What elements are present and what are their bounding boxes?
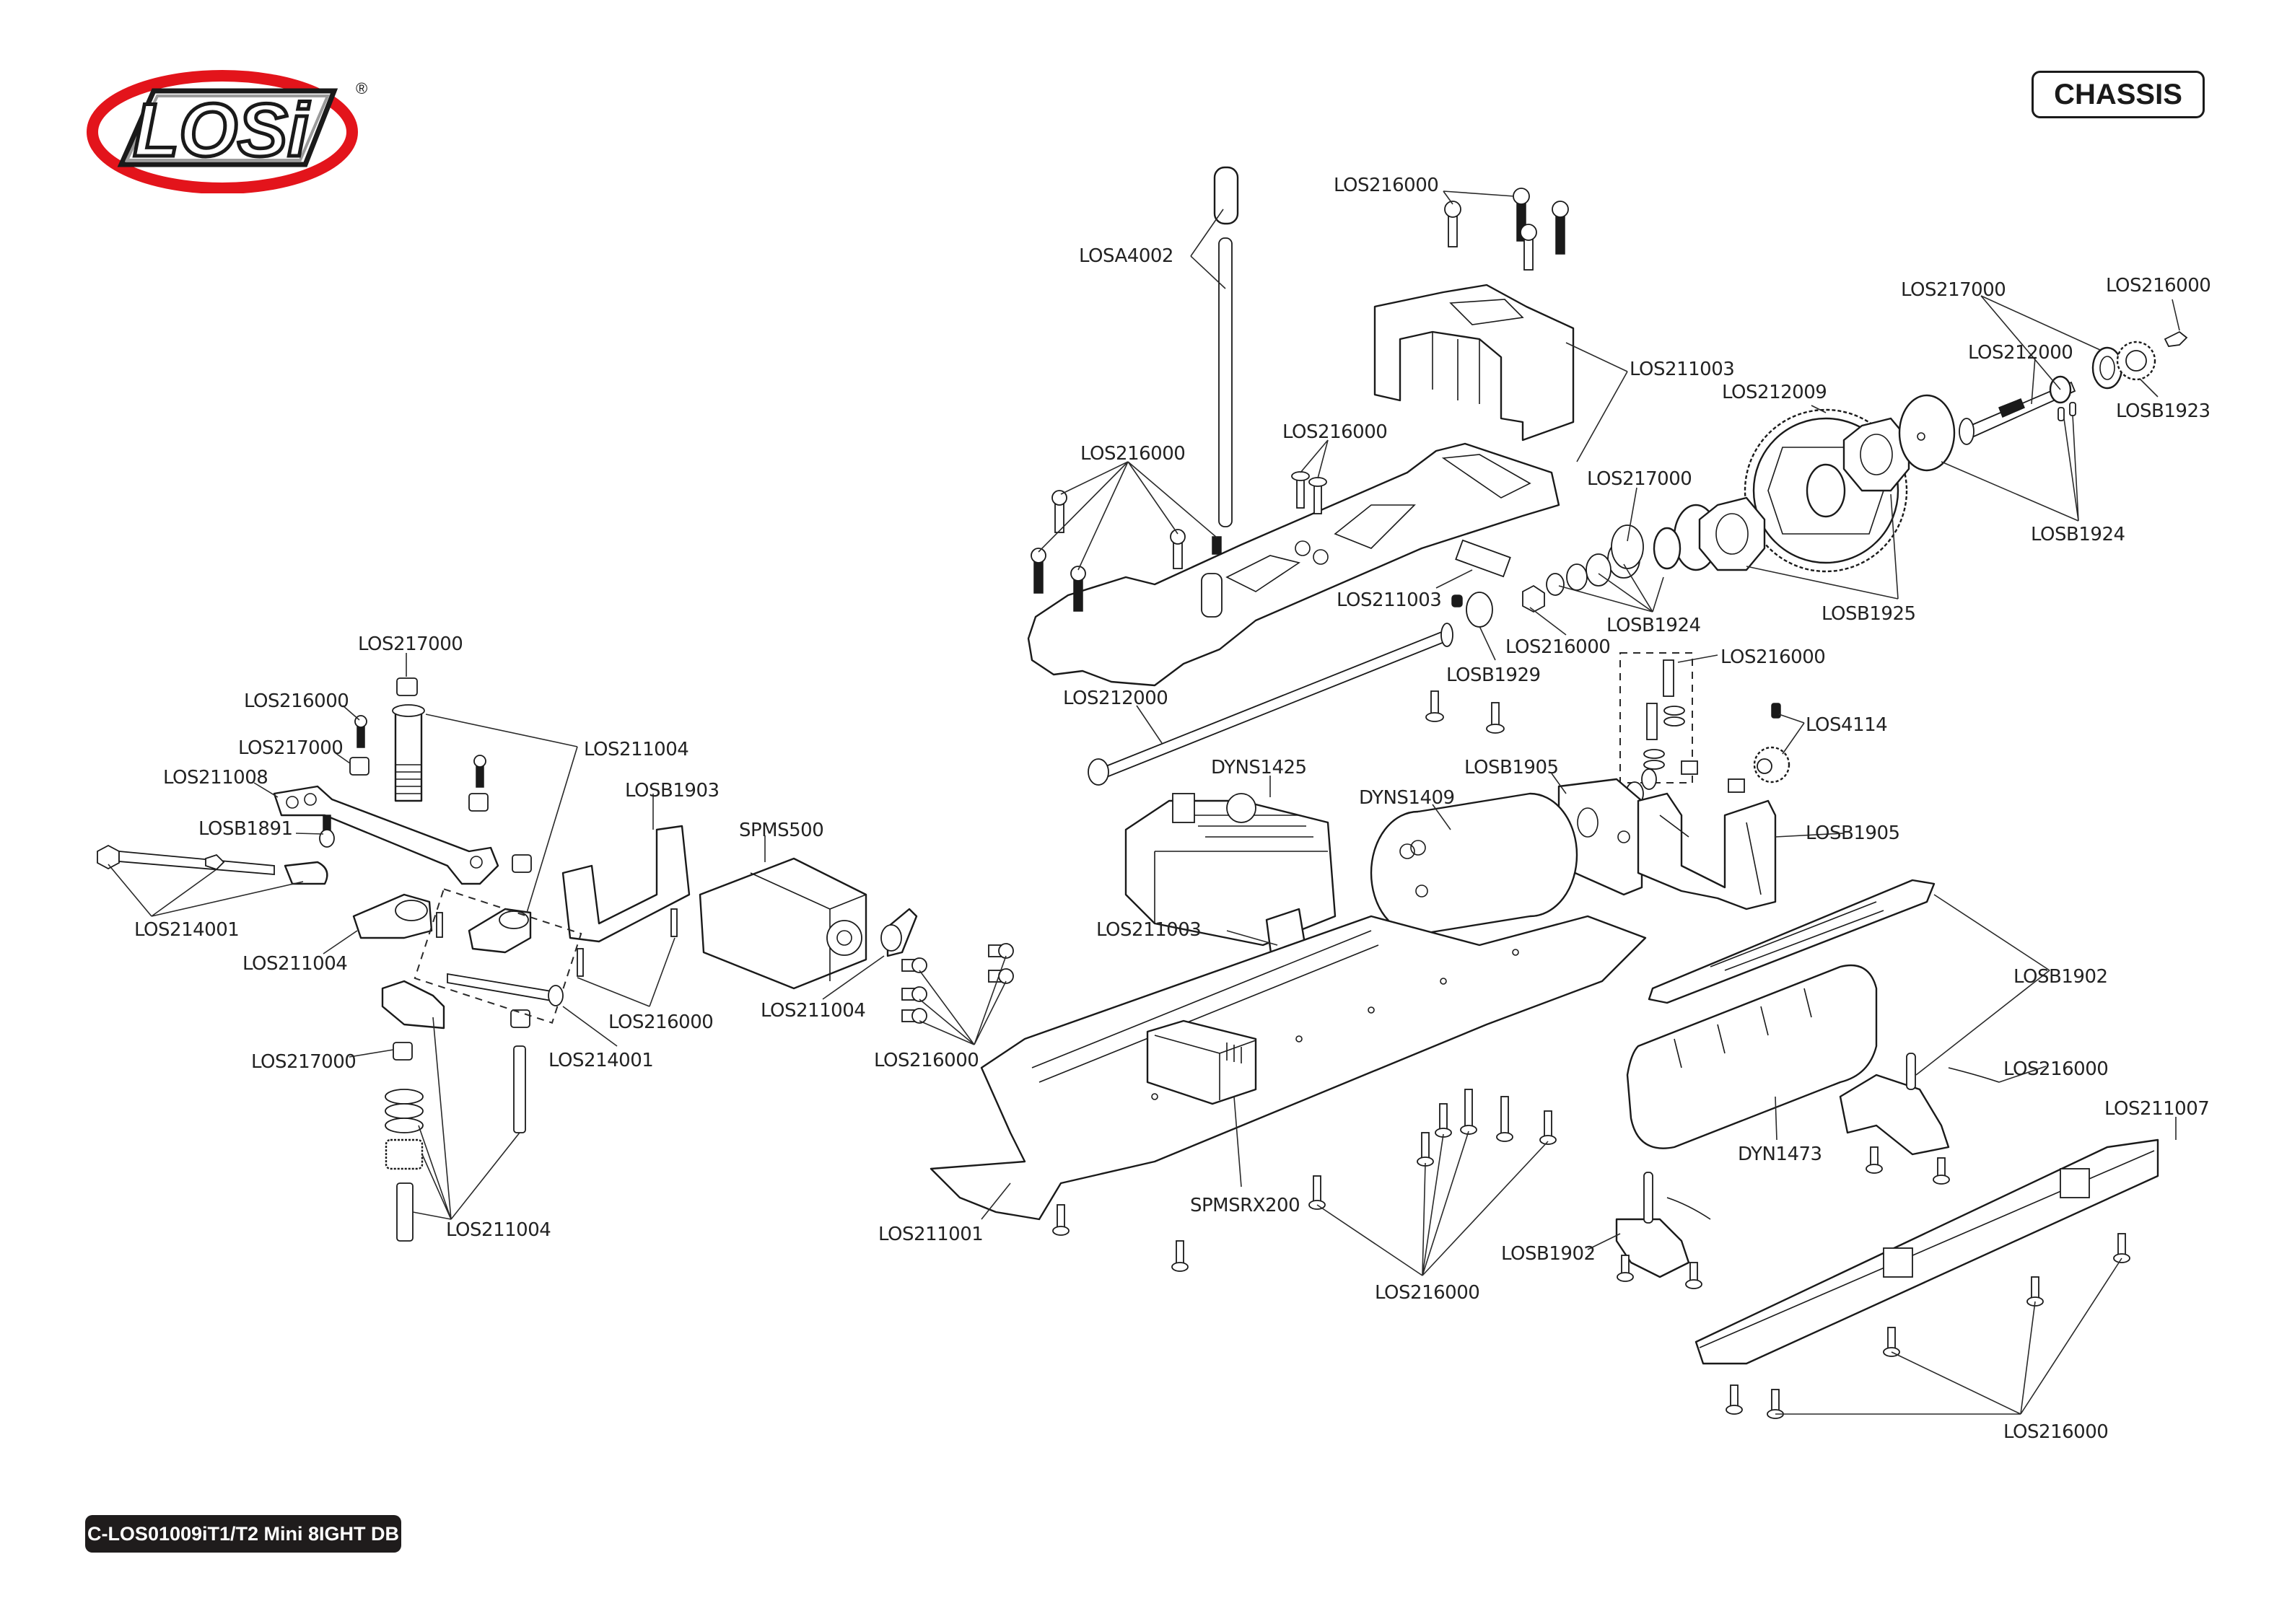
esc-dyns1425 — [1124, 793, 1337, 947]
screws-under-brace — [1425, 690, 1505, 734]
screws-top-cluster — [1444, 188, 1569, 271]
part-label: LOS211004 — [584, 739, 688, 760]
part-label: LOS211003 — [1337, 589, 1441, 611]
center-diff-mount-top-los211003 — [1373, 284, 1575, 442]
part-label: LOS217000 — [251, 1051, 356, 1073]
part-label: LOS216000 — [1080, 443, 1185, 465]
top-brace-los211003 — [1027, 442, 1560, 687]
logo-plate — [117, 88, 338, 167]
part-label: LOS212000 — [1063, 688, 1168, 709]
part-label: SPMSRX200 — [1190, 1195, 1300, 1216]
part-label: LOS217000 — [238, 737, 343, 759]
slipper-plate-losb1924 — [1898, 394, 1956, 472]
part-label: LOS216000 — [1375, 1282, 1479, 1304]
slipper-pads-losb1925 — [1698, 417, 1910, 571]
center-driveshaft-los212000 — [1088, 623, 1453, 786]
part-label: SPMS500 — [739, 820, 823, 841]
part-label: LOSB1923 — [2116, 400, 2210, 422]
part-label: LOS4114 — [1806, 714, 1887, 736]
part-label: LOSA4002 — [1079, 245, 1173, 267]
pinion-losb1923 — [2116, 341, 2156, 381]
part-label: LOS216000 — [2003, 1421, 2108, 1443]
rear-bumper-los211007 — [1694, 1138, 2159, 1365]
part-label: LOS211003 — [1096, 919, 1201, 941]
part-label: LOSB1929 — [1446, 664, 1541, 686]
part-labels: LOS216000 LOSA4002 LOS211003 LOS212009 L… — [134, 175, 2211, 1443]
motor-dyns1409 — [1370, 792, 1578, 936]
part-label: LOSB1924 — [1606, 615, 1701, 636]
part-label: DYNS1409 — [1359, 787, 1455, 809]
part-label: LOSB1902 — [1501, 1243, 1596, 1265]
part-label: LOS211004 — [446, 1219, 551, 1241]
ball-stud-losb1891 — [319, 815, 335, 848]
part-label: LOS212009 — [1722, 382, 1827, 403]
servo-saver-stack-los211004 — [381, 980, 526, 1242]
part-label: LOSB1905 — [1464, 757, 1559, 778]
antenna-tube-losa4002 — [1213, 166, 1239, 527]
servo-mount-losb1903 — [561, 825, 691, 943]
steering-post-los211004 — [392, 677, 425, 802]
servo-saver-shaft-los214001 — [447, 973, 564, 1006]
battery-dyn1473 — [1626, 964, 1878, 1149]
part-label: LOS211004 — [761, 1000, 865, 1022]
part-label: LOS211004 — [242, 953, 347, 975]
model-code-badge: C-LOS01009iT1/T2 Mini 8IGHT DB — [85, 1515, 401, 1553]
registered-mark: ® — [356, 79, 367, 97]
servo-horn-los211004 — [880, 908, 918, 957]
part-label: LOSB1924 — [2031, 524, 2125, 545]
part-label: LOS217000 — [1901, 279, 2006, 301]
part-label: LOS217000 — [1587, 468, 1692, 490]
chassis-plate-los211001 — [930, 915, 1647, 1221]
part-label: LOS214001 — [134, 919, 239, 941]
part-label: LOS216000 — [1334, 175, 1438, 196]
servo-saver-group — [414, 888, 582, 1024]
battery-hold-down-front — [1615, 1172, 1711, 1278]
servo-spms500 — [699, 857, 867, 990]
bellcranks-los211004 — [352, 893, 532, 954]
logo-red-ring — [87, 70, 358, 193]
part-label: LOS216000 — [1505, 636, 1610, 658]
part-label: LOSB1903 — [625, 780, 720, 802]
part-label: LOS211001 — [878, 1224, 983, 1245]
losi-logo: LOSi ® — [87, 70, 367, 193]
part-label: LOS212000 — [1968, 342, 2073, 364]
part-label: DYNS1425 — [1211, 757, 1307, 778]
part-label: LOS216000 — [1720, 646, 1825, 668]
motor-mount-losb1905 — [1637, 792, 1777, 910]
part-label: LOSB1925 — [1822, 603, 1916, 625]
part-label: LOSB1905 — [1806, 822, 1900, 844]
battery-hold-down-rear — [1839, 1053, 2000, 1156]
slipper-shaft-los212000 — [1959, 346, 2123, 445]
part-label: LOS216000 — [244, 690, 349, 712]
part-label: LOS211003 — [1630, 359, 1734, 380]
part-label: DYN1473 — [1738, 1144, 1822, 1165]
chassis-screws — [1052, 1089, 1557, 1272]
turnbuckle-los214001 — [97, 844, 328, 885]
part-label: LOSB1891 — [198, 818, 293, 840]
servo-screws — [901, 943, 1014, 1024]
part-label: LOS217000 — [358, 633, 463, 655]
part-label: LOSB1902 — [2013, 966, 2108, 988]
drag-link-los211008 — [273, 785, 499, 885]
part-label: LOS211008 — [163, 767, 268, 789]
leader-lines — [108, 190, 2180, 1415]
part-label: LOS216000 — [2003, 1058, 2108, 1080]
logo-plate-shadow — [124, 95, 331, 162]
part-label: LOS211007 — [2104, 1098, 2209, 1120]
chassis-brace-losb1902 — [1648, 879, 1936, 1004]
pinion-los4114 — [1753, 703, 1790, 784]
receiver-spmsrx200 — [1146, 1019, 1257, 1105]
part-label: LOS216000 — [2106, 275, 2210, 297]
screws-brace-left — [1031, 471, 1327, 612]
part-label: LOS216000 — [608, 1011, 713, 1033]
steering-screws — [354, 715, 678, 977]
set-screw-right — [2164, 330, 2188, 347]
logo-wordmark: LOSi — [134, 89, 310, 172]
part-label: LOS216000 — [1282, 421, 1387, 443]
part-label: LOS214001 — [548, 1050, 653, 1071]
section-title-badge: CHASSIS — [2032, 71, 2205, 118]
part-label: LOS216000 — [874, 1050, 979, 1071]
